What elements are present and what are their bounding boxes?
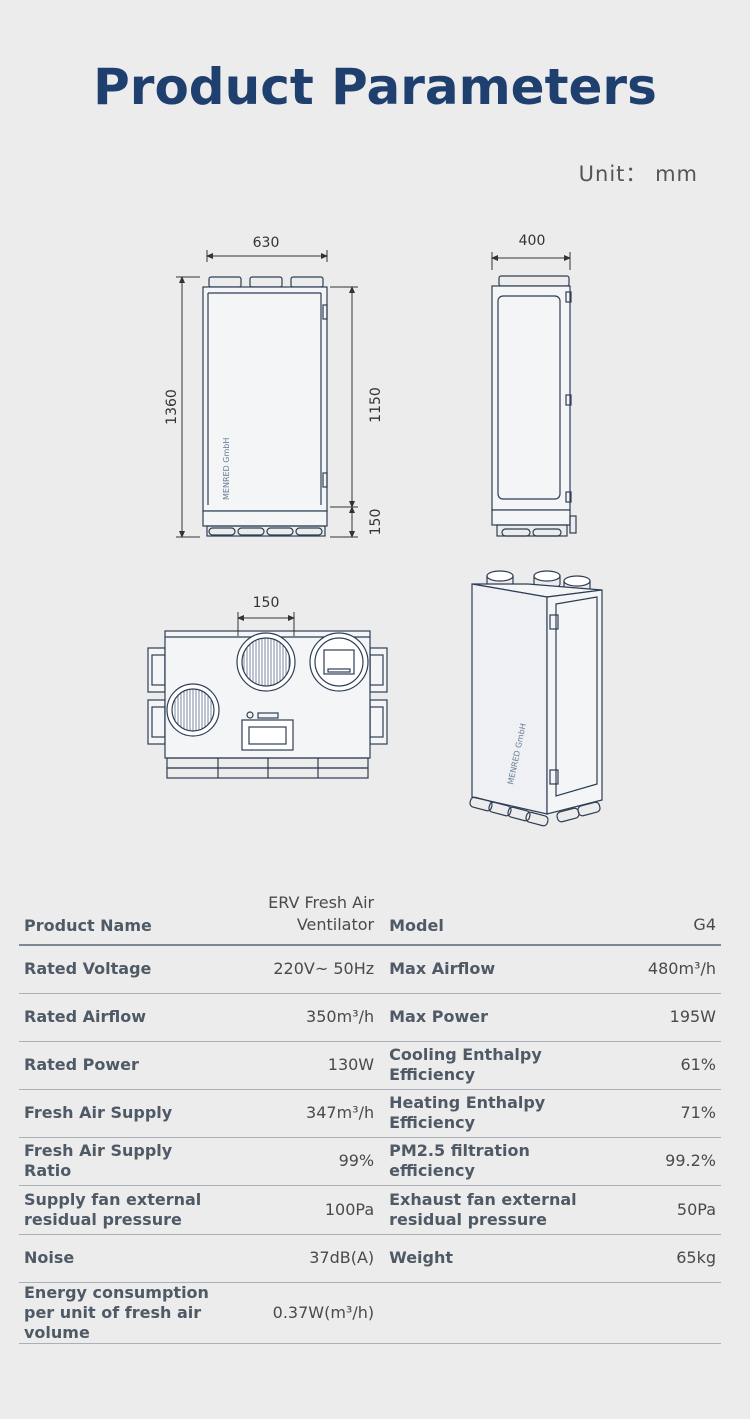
param-label: Fresh Air Supply Ratio [19,1137,228,1186]
param-label: Max Power [384,993,623,1042]
param-label: Weight [384,1234,623,1283]
param-label: PM2.5 filtration efficiency [384,1137,623,1186]
perspective-view [469,570,603,827]
table-row: Supply fan external residual pressure 10… [19,1185,721,1235]
param-value: 350m³/h [227,993,385,1042]
unit-label: Unit： mm [578,162,698,186]
front-dimensions [176,250,358,538]
param-label [384,1282,623,1344]
dim-width: 630 [253,235,280,251]
param-value: 100Pa [227,1185,385,1235]
dim-duct: 150 [253,595,280,611]
param-value: 195W [622,993,721,1042]
param-label: Supply fan external residual pressure [19,1185,228,1235]
param-value [622,1282,721,1344]
drawing-canvas: MENRED GmbH 630 1360 1150 150 400 [147,233,603,827]
page-title: Product Parameters [93,58,657,116]
param-value: G4 [622,888,721,946]
parameters-table: Product Name ERV Fresh Air Ventilator Mo… [19,888,721,1344]
param-label: Max Airflow [384,945,623,994]
param-label: Rated Power [19,1041,228,1090]
param-value: ERV Fresh Air Ventilator [227,888,385,946]
technical-drawings: MENRED GmbH 630 1360 1150 150 400 [147,233,603,827]
table-row: Rated Power 130W Cooling Enthalpy Effici… [19,1041,721,1090]
param-label: Heating Enthalpy Efficiency [384,1089,623,1138]
param-value: 50Pa [622,1185,721,1235]
param-label: Rated Airflow [19,993,228,1042]
table-row: Rated Airflow 350m³/h Max Power 195W [19,993,721,1042]
param-value: 37dB(A) [227,1234,385,1283]
param-label: Energy consumption per unit of fresh air… [19,1282,228,1344]
table-row: Energy consumption per unit of fresh air… [19,1282,721,1344]
table-row: Fresh Air Supply Ratio 99% PM2.5 filtrat… [19,1137,721,1186]
param-label: Model [384,888,623,946]
side-dimensions [491,252,571,270]
param-value: 71% [622,1089,721,1138]
param-label: Fresh Air Supply [19,1089,228,1138]
table-row: Product Name ERV Fresh Air Ventilator Mo… [19,888,721,946]
param-value: 130W [227,1041,385,1090]
dim-base-height: 150 [368,509,384,536]
param-value: 347m³/h [227,1089,385,1138]
param-value: 65kg [622,1234,721,1283]
table-row: Fresh Air Supply 347m³/h Heating Enthalp… [19,1089,721,1138]
top-dimensions [237,612,295,636]
side-view [491,275,577,537]
dim-depth: 400 [519,233,546,249]
param-value: 99% [227,1137,385,1186]
param-value: 0.37W(m³/h) [227,1282,385,1344]
front-view [202,276,328,537]
table-row: Noise 37dB(A) Weight 65kg [19,1234,721,1283]
front-brand-text: MENRED GmbH [222,438,231,500]
dim-body-height: 1150 [368,387,384,423]
param-label: Noise [19,1234,228,1283]
dim-height: 1360 [164,389,180,425]
top-view [147,630,388,779]
param-label: Product Name [19,888,228,946]
param-value: 480m³/h [622,945,721,994]
param-value: 61% [622,1041,721,1090]
table-row: Rated Voltage 220V~ 50Hz Max Airflow 480… [19,945,721,994]
param-value: 220V~ 50Hz [227,945,385,994]
param-value: 99.2% [622,1137,721,1186]
param-label: Rated Voltage [19,945,228,994]
param-label: Exhaust fan external residual pressure [384,1185,623,1235]
param-label: Cooling Enthalpy Efficiency [384,1041,623,1090]
